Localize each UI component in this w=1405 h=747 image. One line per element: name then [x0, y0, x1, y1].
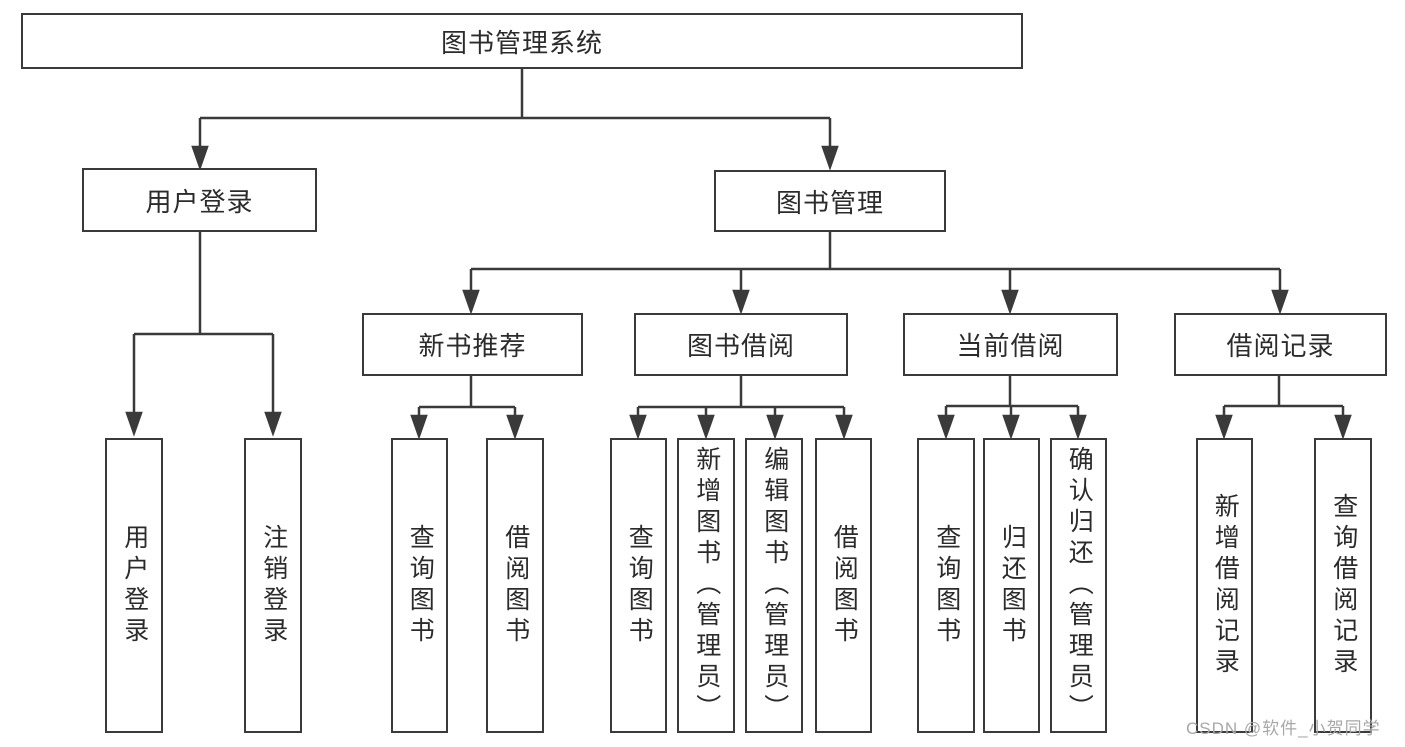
leaf-confirm-return-admin: 确认归还（管理员）	[1050, 438, 1107, 733]
node-label: 注销登录	[259, 523, 288, 648]
connector-new-book-recommend-to-leaves	[410, 376, 524, 440]
node-book-management: 图书管理	[714, 170, 946, 232]
node-label: 确认归还（管理员）	[1065, 446, 1094, 725]
leaf-borrow-books-1: 借阅图书	[486, 438, 544, 733]
arrowhead-icon	[1215, 414, 1233, 440]
node-label: 查询图书	[406, 523, 435, 648]
node-label: 图书借阅	[686, 331, 795, 361]
arrowhead-icon	[1334, 414, 1352, 440]
node-label: 查询图书	[932, 523, 961, 648]
arrowhead-icon	[506, 414, 524, 440]
connector-book-management-to-level3	[462, 232, 1289, 315]
leaf-logout: 注销登录	[244, 438, 302, 733]
arrowhead-icon	[732, 289, 750, 315]
node-label: 新书推荐	[418, 331, 527, 361]
arrowhead-icon	[462, 289, 480, 315]
leaf-query-books-3: 查询图书	[917, 438, 975, 733]
node-label: 用户登录	[120, 523, 149, 648]
leaf-return-book: 归还图书	[983, 438, 1040, 733]
leaf-user-login: 用户登录	[105, 438, 163, 733]
node-label: 新增图书（管理员）	[692, 446, 721, 725]
arrowhead-icon	[410, 414, 428, 440]
arrowhead-icon	[191, 145, 209, 171]
connector-user-login-to-leaves	[125, 232, 282, 437]
node-label: 用户登录	[145, 186, 254, 217]
csdn-watermark: CSDN @软件_小贺同学	[1186, 719, 1381, 738]
arrowhead-icon	[1271, 289, 1289, 315]
node-new-book-recommend: 新书推荐	[362, 313, 583, 376]
node-label: 借阅图书	[501, 523, 530, 648]
arrowhead-icon	[766, 414, 784, 440]
leaf-query-books-2: 查询图书	[610, 438, 667, 733]
node-user-login: 用户登录	[82, 168, 317, 232]
leaf-query-books-1: 查询图书	[391, 438, 448, 733]
leaf-edit-book-admin: 编辑图书（管理员）	[745, 438, 803, 733]
arrowhead-icon	[937, 414, 955, 440]
node-label: 借阅记录	[1226, 331, 1335, 361]
arrowhead-icon	[629, 414, 647, 440]
connector-current-borrow-to-leaves	[937, 376, 1087, 440]
node-label: 图书管理	[775, 187, 884, 218]
arrowhead-icon	[697, 414, 715, 440]
connector-book-borrow-to-leaves	[629, 376, 853, 440]
connector-borrow-records-to-leaves	[1215, 376, 1352, 440]
node-label: 图书管理系统	[440, 27, 603, 58]
connector-root-to-level2	[191, 68, 839, 171]
node-label: 当前借阅	[956, 331, 1065, 361]
arrowhead-icon	[821, 145, 839, 171]
node-root-library-system: 图书管理系统	[21, 13, 1023, 69]
node-label: 编辑图书（管理员）	[760, 446, 789, 725]
node-label: 归还图书	[998, 523, 1027, 648]
node-label: 借阅图书	[830, 523, 859, 648]
node-label: 查询借阅记录	[1329, 492, 1358, 679]
node-label: 新增借阅记录	[1211, 492, 1240, 679]
arrowhead-icon	[835, 414, 853, 440]
arrowhead-icon	[125, 411, 143, 437]
leaf-borrow-books-2: 借阅图书	[815, 438, 872, 733]
arrowhead-icon	[1001, 289, 1019, 315]
arrowhead-icon	[1069, 414, 1087, 440]
arrowhead-icon	[264, 411, 282, 437]
node-book-borrow: 图书借阅	[634, 313, 848, 376]
leaf-add-book-admin: 新增图书（管理员）	[677, 438, 735, 733]
leaf-add-borrow-record: 新增借阅记录	[1196, 438, 1253, 733]
node-borrow-records: 借阅记录	[1174, 313, 1387, 376]
arrowhead-icon	[1002, 414, 1020, 440]
node-current-borrow: 当前借阅	[903, 313, 1118, 376]
leaf-query-borrow-record: 查询借阅记录	[1314, 438, 1372, 733]
node-label: 查询图书	[625, 523, 654, 648]
